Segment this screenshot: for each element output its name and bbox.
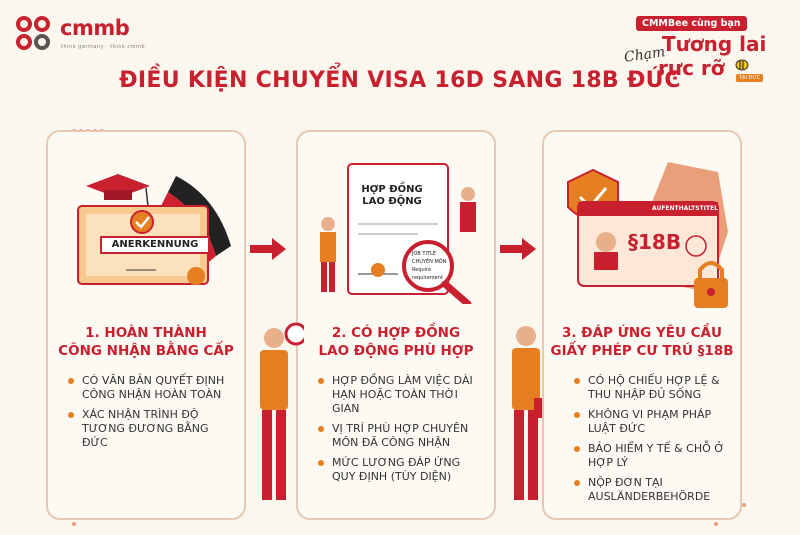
magnifier-item: Require requirement xyxy=(412,267,443,281)
badge-tag: TẠI ĐỨC xyxy=(736,74,764,82)
employment-contract-icon xyxy=(320,163,476,304)
step-1-title-line2: CÔNG NHẬN BẰNG CẤP xyxy=(58,343,234,359)
diploma-certificate-icon xyxy=(77,174,231,285)
brand-logo: cmmb think germany · think cmmb xyxy=(14,14,164,62)
arrow-right-icon xyxy=(250,238,286,260)
residence-permit-icon xyxy=(567,162,728,308)
list-item: CÓ VĂN BẢN QUYẾT ĐỊNH CÔNG NHẬN HOÀN TOÀ… xyxy=(68,374,236,402)
badge-line2: rực rỡ xyxy=(658,56,725,80)
badge-line1: Tương lai xyxy=(662,32,767,56)
contract-label: HỢP ĐỒNG LAO ĐỘNG xyxy=(361,184,423,207)
step-card-2: HỢP ĐỒNG LAO ĐỘNG JOB TITLE CHUYÊN MÔN R… xyxy=(296,130,496,520)
slogan-badge: CMMBee cùng bạn Tương lai Chạm rực rỡ TẠ… xyxy=(623,14,774,104)
list-item: BẢO HIỂM Y TẾ & CHỖ Ở HỢP LÝ xyxy=(574,442,734,470)
arrow-right-icon xyxy=(500,238,536,260)
step-2-title-line2: LAO ĐỘNG PHÙ HỢP xyxy=(318,343,474,359)
step-1-title-line1: 1. HOÀN THÀNH xyxy=(85,325,207,341)
page-title: ĐIỀU KIỆN CHUYỂN VISA 16D SANG 18B ĐỨC xyxy=(119,68,681,93)
permit-code: §18B xyxy=(628,230,682,254)
step-card-3: AUFENTHALTSTITEL §18B 3. ĐÁP ỨNG YÊU CẦU… xyxy=(542,130,742,520)
step-card-1: ANERKENNUNG 1. HOÀN THÀNH CÔNG NHẬN BẰNG… xyxy=(46,130,246,520)
list-item: XÁC NHẬN TRÌNH ĐỘ TƯƠNG ĐƯƠNG BẰNG ĐỨC xyxy=(68,408,236,450)
brand-tagline: think germany · think cmmb xyxy=(61,44,146,50)
badge-top-label: CMMBee cùng bạn xyxy=(636,16,747,31)
person-magnifier-icon xyxy=(260,322,304,500)
magnifier-items: JOB TITLE CHUYÊN MÔN Require requirement xyxy=(412,250,456,282)
logo-mark-icon xyxy=(14,14,54,54)
list-item: MỨC LƯƠNG ĐÁP ỨNG QUY ĐỊNH (TÙY DIỆN) xyxy=(318,456,486,484)
anerkennung-banner: ANERKENNUNG xyxy=(100,236,210,254)
step-1-bullets: CÓ VĂN BẢN QUYẾT ĐỊNH CÔNG NHẬN HOÀN TOÀ… xyxy=(68,374,236,456)
step-3-bullets: CÓ HỘ CHIẾU HỢP LỆ & THU NHẬP ĐỦ SỐNG KH… xyxy=(574,374,734,510)
step-3-title-line1: 3. ĐÁP ỨNG YÊU CẦU xyxy=(562,325,722,341)
step-2-title-line1: 2. CÓ HỢP ĐỒNG xyxy=(331,325,461,341)
list-item: NỘP ĐƠN TẠI AUSLÄNDERBEHÖRDE xyxy=(574,476,734,504)
list-item: KHÔNG VI PHẠM PHÁP LUẬT ĐỨC xyxy=(574,408,734,436)
magnifier-item: JOB TITLE xyxy=(412,251,436,257)
list-item: HỢP ĐỒNG LÀM VIỆC DÀI HẠN HOẶC TOÀN THỜI… xyxy=(318,374,486,416)
permit-label: AUFENTHALTSTITEL xyxy=(652,205,718,212)
step-2-bullets: HỢP ĐỒNG LÀM VIỆC DÀI HẠN HOẶC TOÀN THỜI… xyxy=(318,374,486,490)
list-item: CÓ HỘ CHIẾU HỢP LỆ & THU NHẬP ĐỦ SỐNG xyxy=(574,374,734,402)
magnifier-item: CHUYÊN MÔN xyxy=(412,259,447,265)
step-3-title-line2: GIẤY PHÉP CƯ TRÚ §18B xyxy=(550,343,734,359)
bee-icon xyxy=(735,59,749,71)
brand-name: cmmb xyxy=(60,16,130,40)
list-item: VỊ TRÍ PHÙ HỢP CHUYÊN MÔN ĐÃ CÔNG NHẬN xyxy=(318,422,486,450)
